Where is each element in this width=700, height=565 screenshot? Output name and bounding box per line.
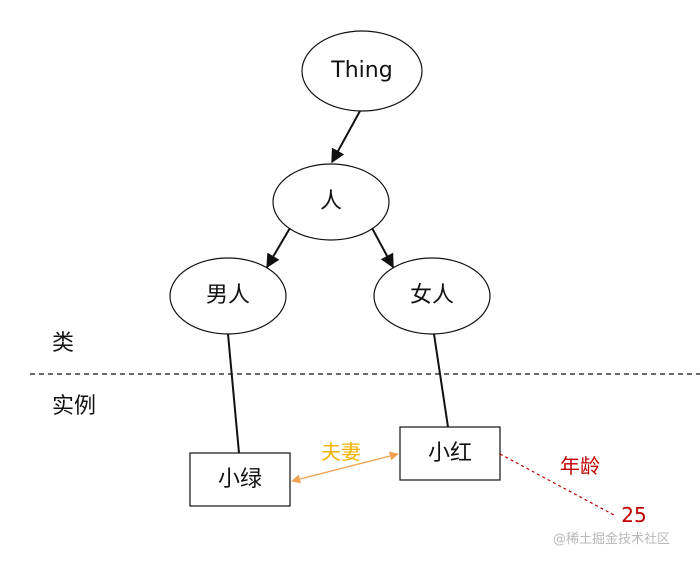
instance-xiaohong-label: 小红 xyxy=(427,441,473,466)
arrow-person-to-woman xyxy=(371,227,394,269)
age-value: 25 xyxy=(621,503,647,527)
instance-xiaolv-label: 小绿 xyxy=(217,467,263,492)
node-person-label: 人 xyxy=(319,189,343,214)
instance-xiaohong-shape xyxy=(399,426,501,481)
node-woman-shape xyxy=(373,257,491,335)
arrow-person-to-man xyxy=(266,227,291,269)
instance-xiaolv-shape xyxy=(189,452,291,507)
node-thing-label: Thing xyxy=(331,58,393,83)
node-man-label: 男人 xyxy=(205,283,251,308)
node-thing-shape xyxy=(301,30,423,112)
spouse-relation-label: 夫妻 xyxy=(321,440,361,464)
region-instance-label: 实例 xyxy=(52,394,97,419)
spouse-relation-arrow xyxy=(291,451,399,484)
link-man-to-xiaolv xyxy=(227,333,240,454)
link-woman-to-xiaohong xyxy=(433,333,449,428)
watermark-text: @稀土掘金技术社区 xyxy=(553,532,671,547)
region-class-label: 类 xyxy=(52,331,75,356)
age-attribute-label: 年龄 xyxy=(560,454,600,478)
arrow-thing-to-person xyxy=(331,110,361,164)
node-person-shape xyxy=(272,163,390,241)
node-woman-label: 女人 xyxy=(409,283,455,308)
